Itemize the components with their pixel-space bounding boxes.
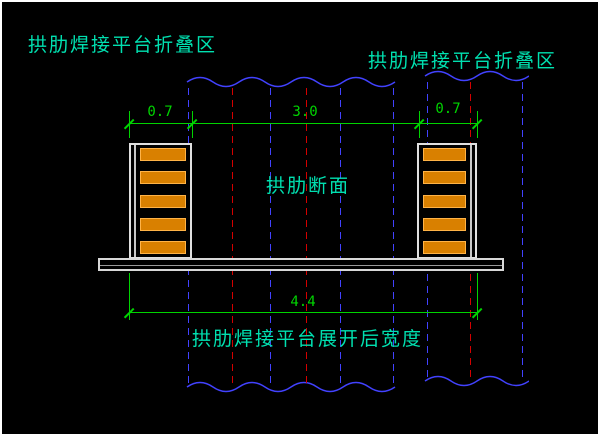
folded-platform-right	[417, 143, 477, 259]
extension-line	[477, 273, 479, 320]
centerline-dashed	[232, 88, 234, 386]
fold-line-dashed	[522, 82, 524, 380]
extension-line	[419, 111, 421, 138]
label-arch-rib-section: 拱肋断面	[266, 175, 351, 197]
platform-plank	[423, 194, 466, 208]
dimension-label-left: 0.7	[147, 104, 173, 120]
platform-deck	[98, 258, 504, 271]
platform-plank	[423, 148, 466, 161]
fold-line-dashed	[393, 88, 395, 386]
platform-plank	[140, 217, 186, 231]
dimension-line-bottom	[129, 312, 478, 314]
break-line-wave-top-center	[186, 76, 396, 88]
fold-line-dashed	[340, 88, 342, 386]
centerline-dashed	[306, 88, 308, 386]
platform-plank	[423, 171, 466, 185]
dimension-label-right: 0.7	[435, 101, 461, 117]
extension-line	[129, 111, 131, 138]
platform-plank	[140, 194, 186, 208]
label-unfolded-width: 拱肋焊接平台展开后宽度	[192, 328, 424, 350]
dimension-label-total: 4.4	[290, 294, 316, 310]
platform-plank	[140, 148, 186, 161]
break-line-wave-bottom-right	[424, 375, 529, 387]
platform-plank	[140, 241, 186, 254]
platform-plank	[140, 171, 186, 185]
platform-rail	[134, 145, 136, 257]
fold-line-dashed	[270, 88, 272, 386]
dimension-line-top	[129, 123, 478, 125]
extension-line	[129, 273, 131, 320]
dimension-label-span: 3.0	[292, 104, 318, 120]
break-line-wave-bottom-center	[186, 381, 396, 393]
extension-line	[477, 111, 479, 138]
extension-line	[192, 111, 194, 138]
label-fold-zone-right: 拱肋焊接平台折叠区	[368, 50, 558, 72]
label-fold-zone-left: 拱肋焊接平台折叠区	[28, 34, 218, 56]
platform-plank	[423, 241, 466, 254]
deck-mid-line	[100, 264, 502, 266]
platform-rail	[470, 145, 472, 257]
platform-plank	[423, 217, 466, 231]
folded-platform-left	[129, 143, 192, 259]
break-line-wave-top-right	[424, 70, 529, 82]
